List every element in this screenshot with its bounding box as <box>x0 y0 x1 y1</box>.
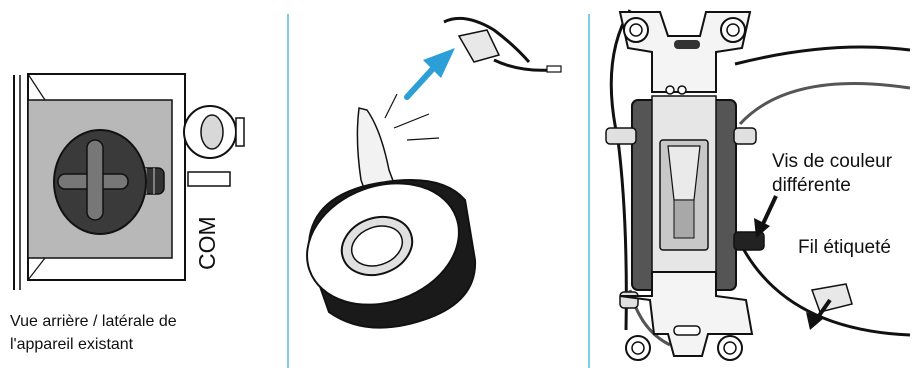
panel-divider-left <box>287 14 289 368</box>
tape-illustration <box>306 16 562 329</box>
device-caption-line2: l'appareil existant <box>10 336 134 353</box>
mounting-strap-top <box>618 11 752 93</box>
direction-arrow-head <box>423 48 455 78</box>
screw-label-line1: Vis de couleur <box>772 151 893 172</box>
com-terminal-label: COM <box>194 216 220 270</box>
device-side-illustration <box>13 73 245 290</box>
mounting-strap-bottom <box>619 271 754 357</box>
wire-pointer-arrow <box>806 312 824 330</box>
switch-illustration <box>605 9 911 361</box>
panel-new-switch: Vis de couleur différente Fil étiqueté <box>590 0 915 368</box>
panel-existing-device: COM Vue arrière / latérale de l'appareil… <box>0 0 285 368</box>
wire-tag <box>810 283 853 313</box>
screw-label-line2: différente <box>772 175 851 196</box>
panel-tape-labeling <box>289 0 589 368</box>
panel-divider-right <box>588 14 590 368</box>
screw-pointer-arrow <box>754 218 770 238</box>
wire-label: Fil étiqueté <box>798 237 891 258</box>
device-caption-line1: Vue arrière / latérale de <box>10 313 177 330</box>
